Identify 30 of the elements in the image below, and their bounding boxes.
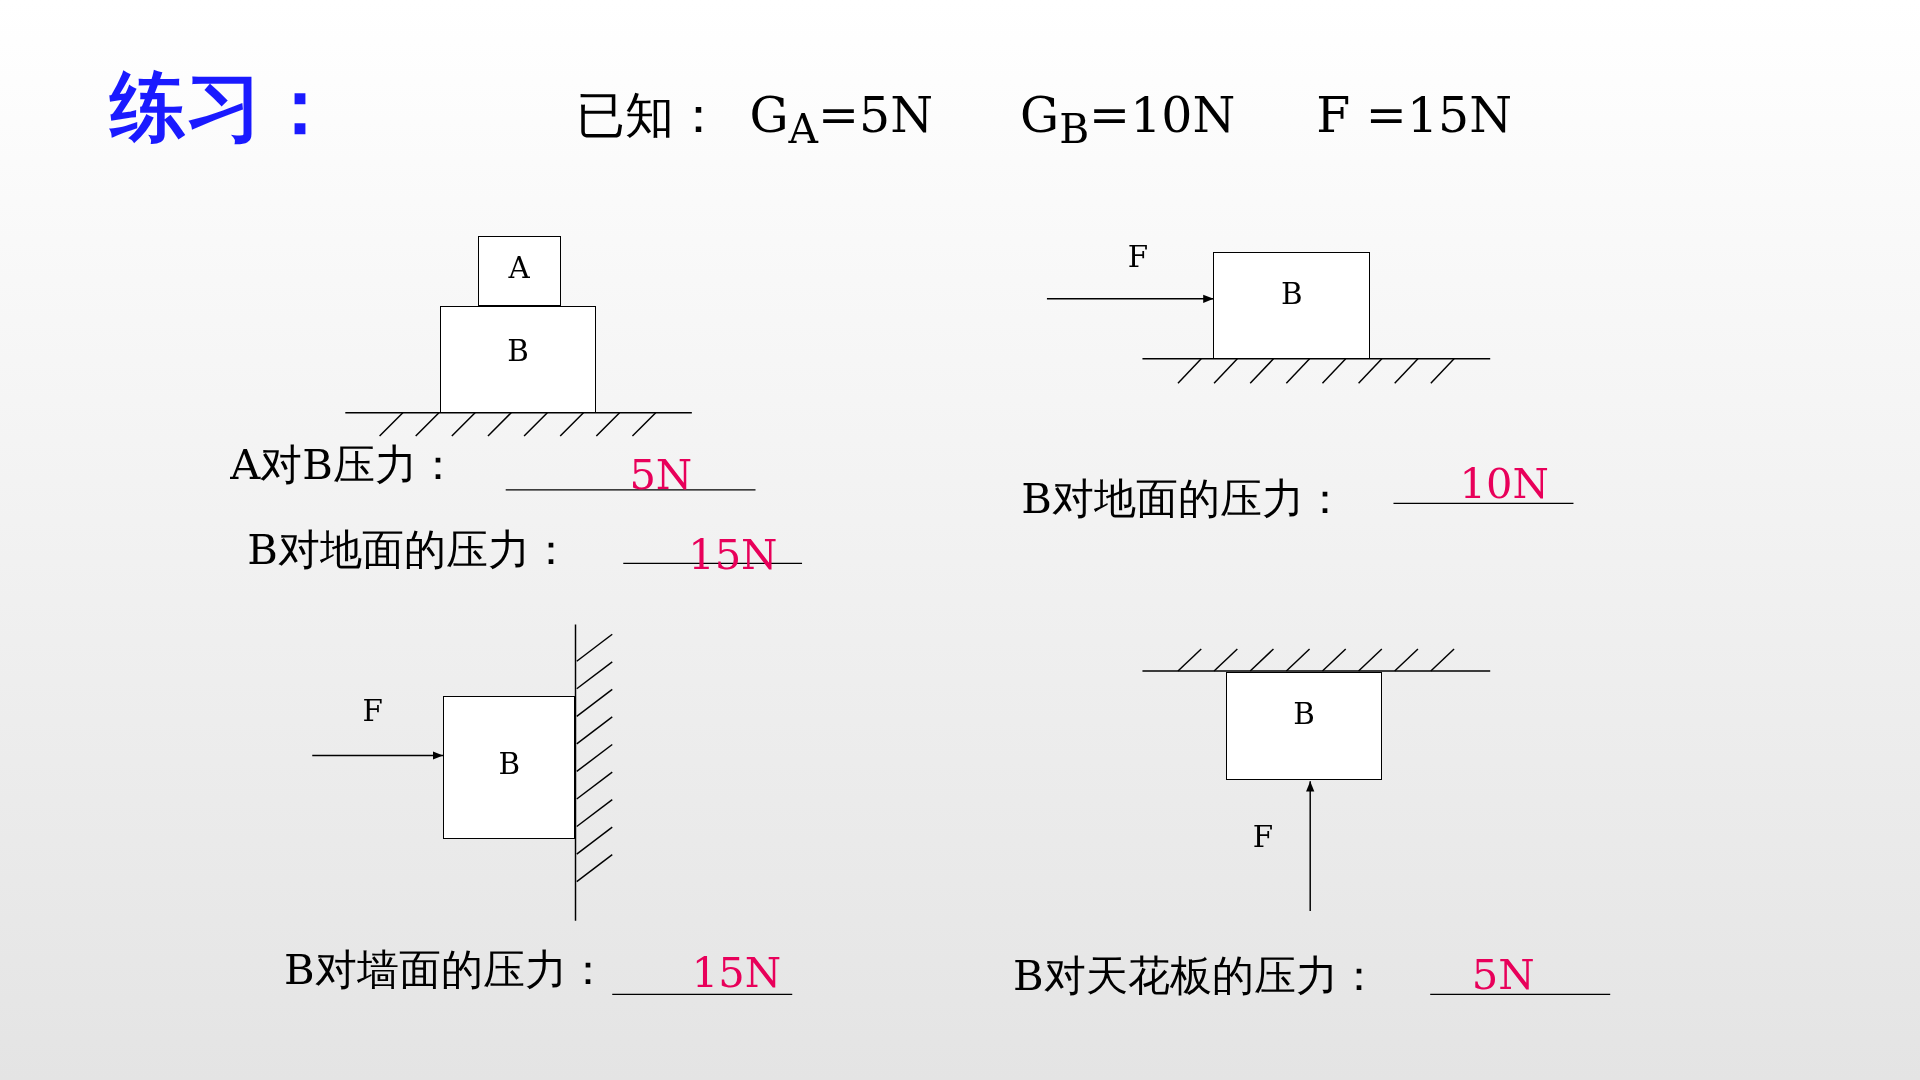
answer-text: 15N: [691, 948, 782, 999]
block-letter: B: [506, 333, 530, 368]
question-text: B对天花板的压力：: [1012, 949, 1380, 1002]
block: [439, 306, 597, 413]
question-text: B对地面的压力：: [1020, 473, 1347, 526]
question-text: A对B压力：: [230, 440, 459, 491]
title: 练习：: [110, 60, 339, 153]
given-text: G$_{B}$=10N: [1020, 86, 1236, 154]
answer-text: 5N: [1471, 949, 1535, 1000]
block: [1225, 672, 1383, 780]
block-letter: B: [1280, 276, 1304, 311]
block-letter: A: [507, 251, 531, 286]
force-arrow: [311, 751, 444, 760]
given-text: F =15N: [1316, 86, 1513, 146]
block: [1213, 252, 1371, 359]
block: [443, 695, 576, 839]
given-text: G$_{A}$=5N: [749, 86, 933, 154]
answer-text: 5N: [629, 450, 693, 501]
answer-text: 10N: [1459, 458, 1549, 509]
block-letter: B: [1292, 696, 1316, 731]
question-text: B对墙面的压力：: [284, 944, 609, 995]
force-label: F: [1252, 819, 1274, 856]
force-arrow: [1306, 780, 1315, 912]
force-label: F: [362, 693, 383, 730]
block-letter: B: [497, 746, 522, 781]
question-text: B对地面的压力：: [247, 524, 572, 575]
force-arrow: [1046, 294, 1215, 303]
block: [477, 236, 561, 307]
force-label: F: [1127, 239, 1149, 275]
given-text: 已知：: [575, 86, 723, 146]
